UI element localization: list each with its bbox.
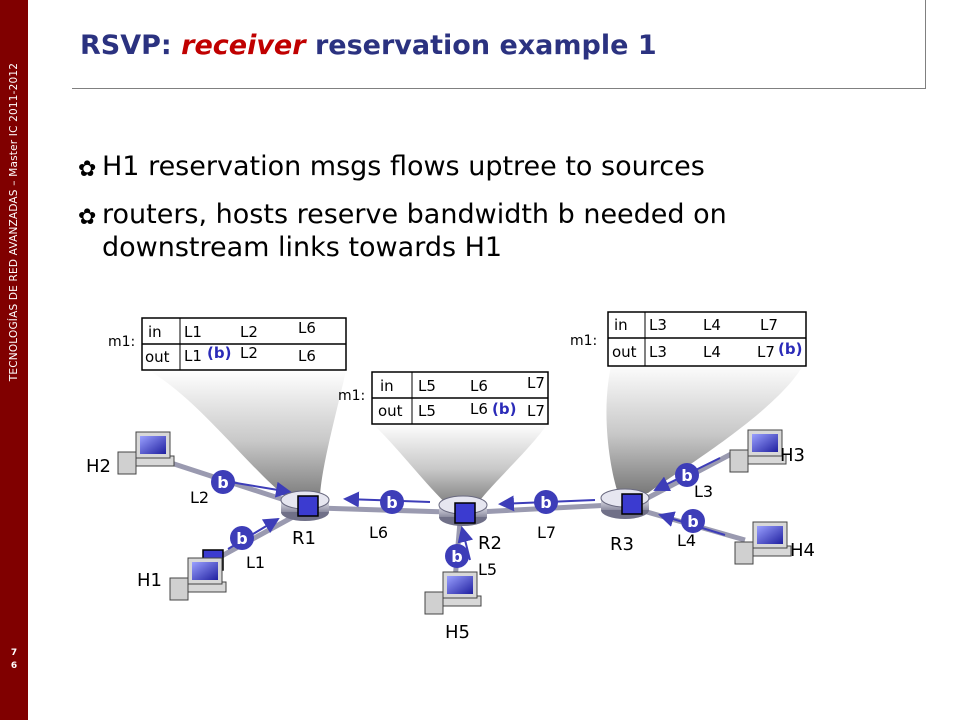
reservation-arrow — [229, 481, 292, 498]
diagram-text: b — [687, 512, 698, 531]
host-h2-icon — [117, 431, 175, 475]
host-label: H5 — [445, 622, 470, 643]
diagram-text: in — [614, 316, 628, 334]
bandwidth-badge: b — [445, 544, 469, 568]
link-label: L2 — [190, 488, 209, 507]
link-label: L3 — [694, 482, 713, 501]
diagram-text: b — [236, 529, 247, 548]
bandwidth-badge: b — [675, 463, 699, 487]
diagram-text: L1 — [184, 323, 202, 341]
link-label: L1 — [246, 553, 265, 572]
diagram-text: L3 — [649, 343, 667, 361]
funnel — [148, 370, 346, 500]
diagram-text: L5 — [418, 377, 436, 395]
diagram-text: L5 — [418, 402, 436, 420]
title-emphasis: receiver — [181, 30, 306, 61]
diagram-text: out — [612, 343, 637, 361]
link-l1 — [216, 509, 304, 561]
diagram-text: L2 — [240, 323, 258, 341]
host-h3-icon — [729, 429, 787, 473]
funnel — [606, 362, 805, 493]
link-label: L5 — [478, 560, 497, 579]
diagram-text: b — [681, 466, 692, 485]
table-label: m1: — [108, 334, 135, 350]
diagram-text: L4 — [703, 343, 721, 361]
diagram-text: b — [217, 473, 228, 492]
diagram-text: (b) — [492, 400, 516, 418]
title-suffix: reservation example 1 — [305, 30, 657, 61]
router-r2 — [438, 495, 488, 526]
link-label: L4 — [677, 531, 696, 550]
diagram-text: (b) — [207, 344, 231, 362]
routing-table-r3: m1: in L3 L4 L7 out L3 L4 L7 (b) — [570, 311, 807, 367]
link-label: L7 — [537, 523, 556, 542]
bandwidth-badge: b — [534, 490, 558, 514]
host-h1-icon — [169, 557, 227, 601]
title-underline — [72, 88, 926, 89]
diagram-text: L1 — [184, 347, 202, 365]
diagram-text: in — [148, 323, 162, 341]
page-number-digit: 7 — [10, 648, 18, 658]
diagram-text: b — [386, 493, 397, 512]
diagram-text: L6 — [298, 319, 316, 337]
bandwidth-badge: b — [211, 470, 235, 494]
diagram-text: in — [380, 377, 394, 395]
diagram-text: L6 — [470, 377, 488, 395]
host-label: H4 — [790, 540, 815, 561]
bullet-text: routers, hosts reserve bandwidth b neede… — [102, 199, 727, 263]
routing-table-r1: m1: in L1 L2 L6 out L1 (b) L2 L6 — [108, 317, 347, 371]
bandwidth-badge: b — [380, 490, 404, 514]
diagram-text: L7 — [527, 374, 545, 392]
diagram-text: L7 — [527, 402, 545, 420]
table-label: m1: — [570, 333, 597, 349]
diagram-text: (b) — [778, 340, 802, 358]
page-number-digit: 6 — [10, 661, 18, 671]
diagram-text: L7 — [760, 316, 778, 334]
host-label: H2 — [86, 456, 111, 477]
router-label: R1 — [292, 528, 316, 549]
funnel — [372, 423, 548, 507]
diagram-text: L6 — [470, 400, 488, 418]
router-label: R3 — [610, 534, 634, 555]
diagram-text: L7 — [757, 343, 775, 361]
bandwidth-badge: b — [230, 526, 254, 550]
diagram-text: b — [451, 547, 462, 566]
host-label: H1 — [137, 570, 162, 591]
diagram-text: L2 — [240, 344, 258, 362]
diagram-text: out — [145, 348, 170, 366]
routing-table-r2: m1: in L5 L6 L7 out L5 L6 (b) L7 — [338, 371, 549, 425]
sidebar: TECNOLOGÍAS DE RED AVANZADAS – Master IC… — [0, 0, 28, 720]
bullet-icon: ✿ — [78, 157, 97, 182]
diagram-text: b — [540, 493, 551, 512]
bullet-text: H1 reservation msgs flows uptree to sour… — [102, 151, 705, 182]
title-frame — [925, 0, 926, 88]
bullet-icon: ✿ — [78, 205, 97, 230]
title-prefix: RSVP: — [80, 30, 182, 61]
router-label: R2 — [478, 533, 502, 554]
router-r3 — [600, 488, 650, 519]
router-r1 — [280, 490, 330, 521]
bandwidth-badge: b — [681, 509, 705, 533]
host-h4-icon — [734, 521, 792, 565]
slide-title: RSVP: receiver reservation example 1 — [80, 30, 657, 61]
link-l6 — [317, 505, 449, 515]
diagram-text: out — [378, 402, 403, 420]
link-label: L6 — [369, 523, 388, 542]
host-label: H3 — [780, 445, 805, 466]
diagram-text: L6 — [298, 347, 316, 365]
host-h5-icon — [424, 571, 482, 615]
table-label: m1: — [338, 388, 365, 404]
diagram-text: L3 — [649, 316, 667, 334]
diagram-text: L4 — [703, 316, 721, 334]
